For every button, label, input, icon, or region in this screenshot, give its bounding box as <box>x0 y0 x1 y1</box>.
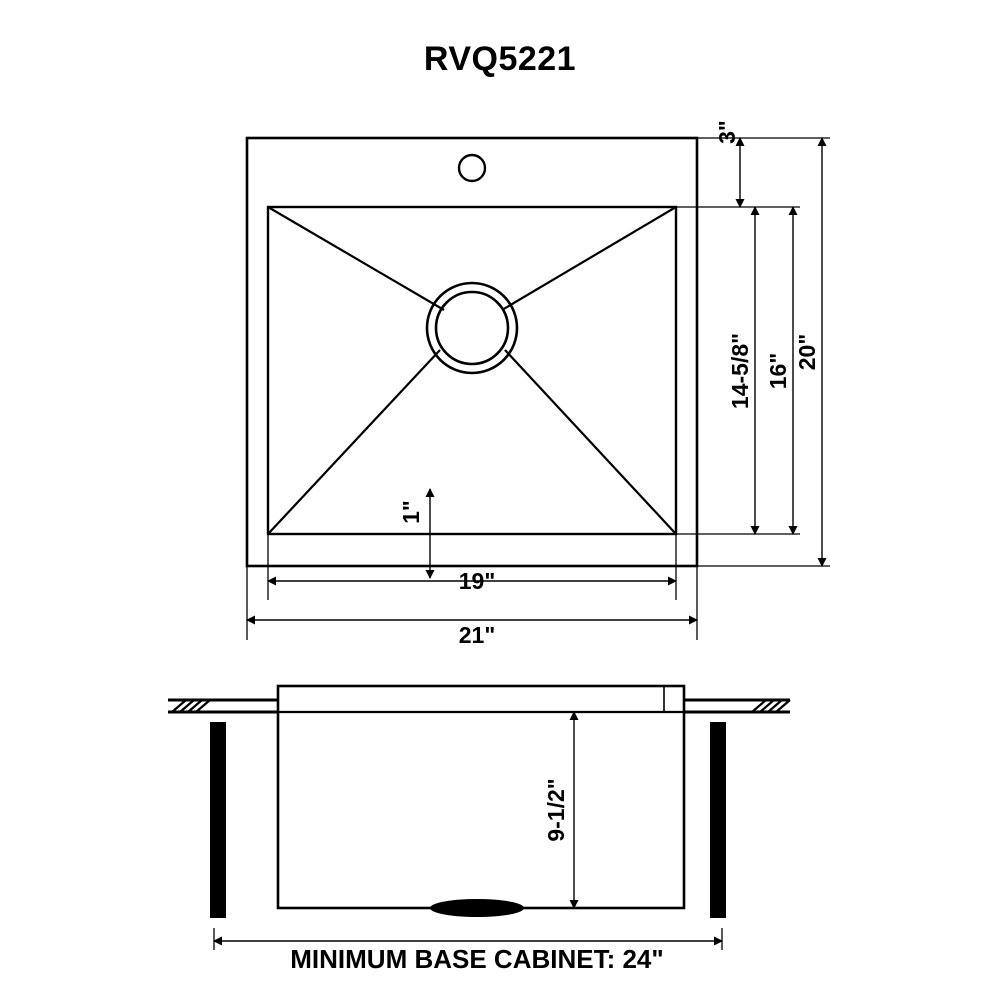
dim-label-9-1-2in: 9-1/2" <box>543 778 569 841</box>
sink-top-view-group <box>245 136 699 568</box>
hatch-l3 <box>187 699 203 713</box>
bowl-slope-line-bl <box>267 349 441 535</box>
dim-group-1in: 1" <box>398 488 435 579</box>
dim-label-21in: 21" <box>459 622 496 648</box>
dim-label-14-5-8in: 14-5/8" <box>727 333 753 409</box>
dim-label-3in: 3" <box>714 120 740 144</box>
drain-outer-circle <box>425 281 519 375</box>
cabinet-wall-right <box>710 722 726 918</box>
hatch-r3 <box>767 699 783 713</box>
hatch-l1 <box>171 699 187 713</box>
base-cabinet-caption: MINIMUM BASE CABINET: 24" <box>290 944 663 974</box>
cabinet-wall-left <box>210 722 226 918</box>
bowl-slope-line-tl <box>267 206 445 311</box>
page-title: RVQ5221 <box>423 40 577 78</box>
dim-label-16in: 16" <box>765 353 791 390</box>
hatch-l2 <box>179 699 195 713</box>
drain-inner-circle <box>434 290 510 366</box>
horizontal-dimension-group: 19" 21" <box>246 534 698 648</box>
dim-label-19in: 19" <box>459 568 496 594</box>
vertical-dimension-group: 3" 14-5/8" 16" 20" <box>676 120 830 567</box>
bowl-slope-line-br <box>504 349 677 535</box>
hatch-l4 <box>195 699 211 713</box>
dim-label-1in: 1" <box>398 500 424 524</box>
bowl-slope-line-tr <box>501 206 677 311</box>
hatch-r4 <box>775 699 791 713</box>
hatch-r2 <box>759 699 775 713</box>
sink-side-view-group: 9-1/2" MINIMUM BASE CABINET: 24" <box>168 684 791 974</box>
sink-bowl-outline <box>266 205 678 536</box>
sink-section-outline <box>276 684 686 910</box>
sink-outer-outline <box>245 136 699 568</box>
drain-section-shadow <box>430 899 524 917</box>
hatch-r1 <box>751 699 767 713</box>
dim-label-20in: 20" <box>794 334 820 371</box>
faucet-hole <box>457 153 487 183</box>
